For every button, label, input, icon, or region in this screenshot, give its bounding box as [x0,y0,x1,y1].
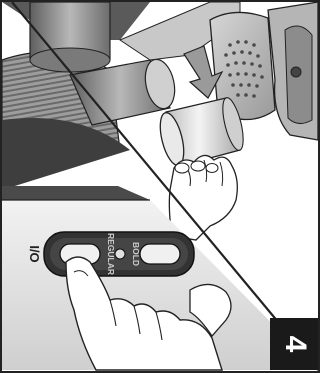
power-label: I/O [27,245,42,262]
plate-screw [291,67,301,77]
bold-switch-button[interactable] [140,244,180,264]
step-number: 4 [279,336,312,353]
bold-label: BOLD [131,242,141,266]
step-badge: 4 [270,318,318,370]
column-ring [30,48,110,72]
regular-label: REGULAR [106,233,116,275]
